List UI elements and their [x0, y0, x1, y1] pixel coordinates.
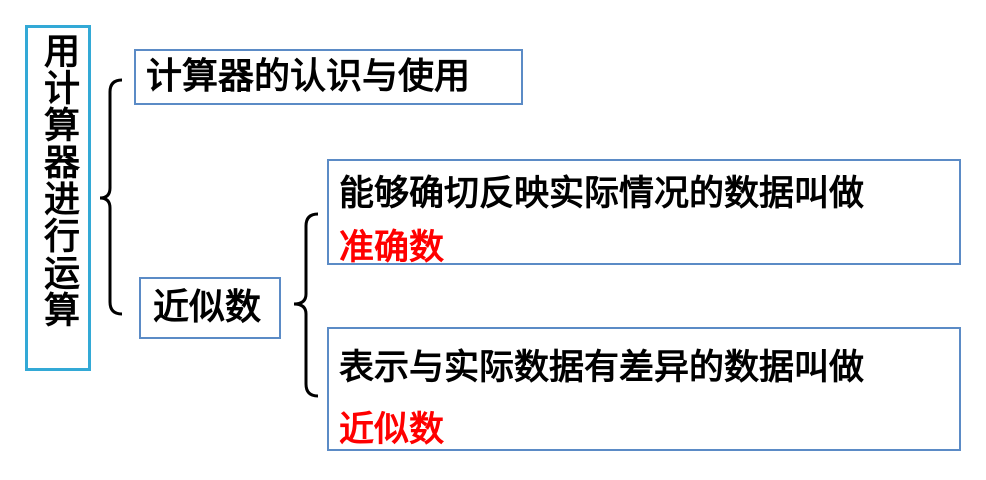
definition-approx-number: 表示与实际数据有差异的数据叫做 近似数	[327, 327, 961, 451]
topic-approx-numbers: 近似数	[139, 277, 281, 339]
definition-exact-number: 能够确切反映实际情况的数据叫做 准确数	[327, 159, 961, 268]
definition-text: 表示与实际数据有差异的数据叫做	[339, 348, 865, 388]
definition-term: 近似数	[339, 410, 445, 450]
topic-calculator: 计算器的认识与使用	[134, 49, 523, 105]
bracket-approx	[293, 212, 319, 398]
root-node: 用计算器进行运算	[25, 25, 91, 371]
definition-text: 能够确切反映实际情况的数据叫做	[339, 174, 865, 214]
bracket-main	[99, 78, 123, 316]
root-title: 用计算器进行运算	[38, 32, 79, 328]
definition-term: 准确数	[339, 228, 445, 268]
